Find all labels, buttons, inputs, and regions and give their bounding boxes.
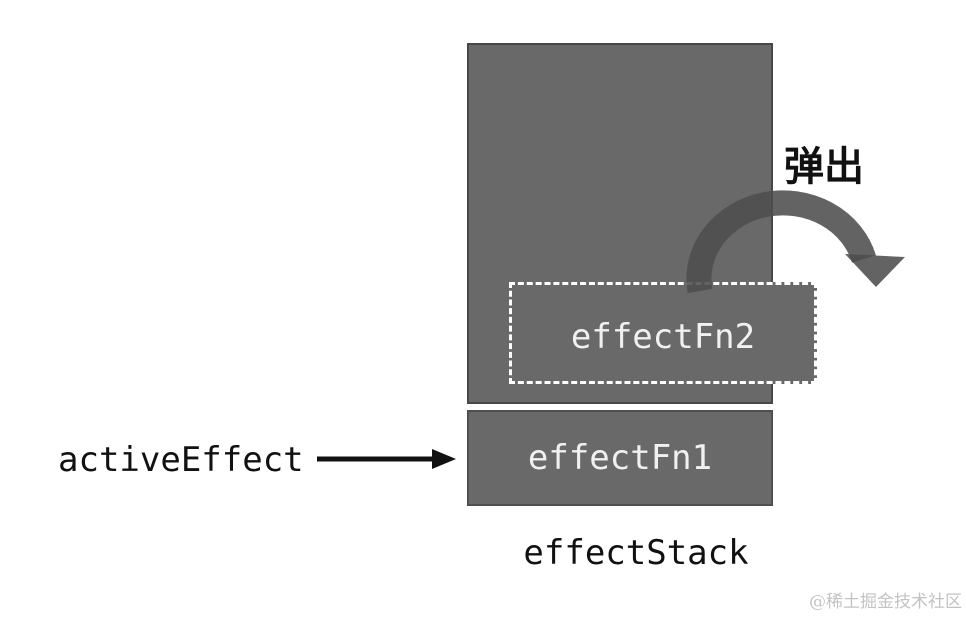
active-effect-label: activeEffect (58, 440, 304, 480)
effect-fn1-frame: effectFn1 (467, 410, 773, 506)
effect-stack-label: effectStack (523, 533, 749, 573)
active-effect-arrow-head (432, 449, 456, 469)
effect-fn2-label: effectFn2 (570, 317, 756, 357)
pop-label: 弹出 (784, 144, 864, 190)
pop-arrow-head (845, 254, 905, 287)
effect-fn2-frame: effectFn2 (509, 282, 817, 384)
effect-fn1-label: effectFn1 (527, 438, 713, 478)
watermark-text: @稀土掘金技术社区 (809, 592, 962, 612)
